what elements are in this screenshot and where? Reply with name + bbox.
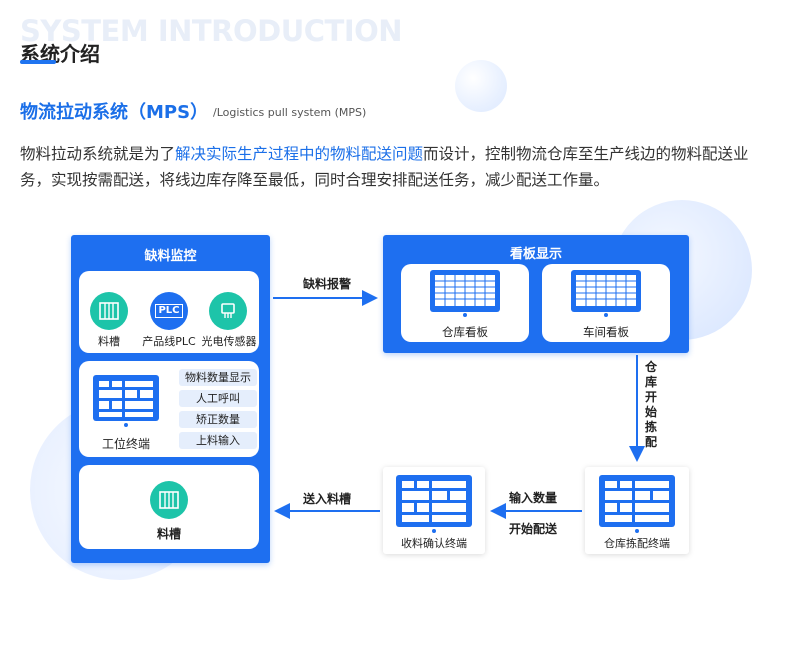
system-title: 物流拉动系统（MPS） xyxy=(20,102,209,123)
receiving-terminal-card: 收料确认终端 xyxy=(383,467,485,554)
description-text-1: 物料拉动系统就是为了 xyxy=(20,145,176,163)
trough-icon xyxy=(90,292,128,330)
description-highlight: 解决实际生产过程中的物料配送问题 xyxy=(175,145,424,163)
kanban-display-title: 看板显示 xyxy=(509,247,562,262)
kanban-display-panel: 看板显示 仓库看板 车间看板 xyxy=(383,235,689,353)
shortage-report-label: 缺料报警 xyxy=(303,277,352,291)
shortage-monitor-title: 缺料监控 xyxy=(144,249,197,264)
receiving-terminal-icon xyxy=(396,475,472,533)
title-underline xyxy=(20,60,56,64)
workstation-terminal-icon xyxy=(93,375,159,427)
deliver-trough-label: 送入料槽 xyxy=(303,492,352,506)
section-title-english-watermark: SYSTEM INTRODUCTION xyxy=(20,14,403,48)
tag-manual-call: 人工呼叫 xyxy=(179,390,257,407)
plc-label: 产品线PLC xyxy=(142,335,196,348)
workshop-board-card: 车间看板 xyxy=(542,264,670,342)
plc-icon: PLC xyxy=(150,292,188,330)
picking-terminal-icon xyxy=(599,475,675,533)
bottom-trough-card: 料槽 xyxy=(79,465,259,549)
start-delivery-label: 开始配送 xyxy=(509,522,558,536)
picking-terminal-label: 仓库拣配终端 xyxy=(604,537,670,550)
decor-circle-top xyxy=(455,60,507,112)
warehouse-board-label: 仓库看板 xyxy=(442,325,488,339)
receiving-terminal-label: 收料确认终端 xyxy=(401,537,467,550)
shortage-monitor-panel: 缺料监控 料槽 PLC 产品线PLC 光电传感器 xyxy=(71,235,270,563)
photoelectric-sensor-icon xyxy=(209,292,247,330)
workstation-card: 工位终端 物料数量显示 人工呼叫 矫正数量 上料输入 xyxy=(79,361,259,457)
bottom-trough-label: 料槽 xyxy=(156,527,181,541)
input-qty-label: 输入数量 xyxy=(509,491,558,505)
workstation-label: 工位终端 xyxy=(101,437,150,451)
picking-terminal-card: 仓库拣配终端 xyxy=(585,467,689,554)
tag-feeding-input: 上料输入 xyxy=(179,432,257,449)
warehouse-board-icon xyxy=(430,270,500,317)
photoelectric-sensor-label: 光电传感器 xyxy=(201,335,257,348)
warehouse-board-card: 仓库看板 xyxy=(401,264,529,342)
system-description: 物料拉动系统就是为了解决实际生产过程中的物料配送问题而设计，控制物流仓库至生产线… xyxy=(20,141,760,193)
sensors-card: 料槽 PLC 产品线PLC 光电传感器 xyxy=(79,271,259,353)
tag-correct-qty: 矫正数量 xyxy=(179,411,257,428)
workshop-board-icon xyxy=(571,270,641,317)
bottom-trough-icon xyxy=(150,481,188,519)
tag-material-qty-display: 物料数量显示 xyxy=(179,369,257,386)
warehouse-start-pick-label: 仓库开始拣配 xyxy=(644,360,657,449)
system-subtitle-english: /Logistics pull system (MPS) xyxy=(213,106,367,119)
workshop-board-label: 车间看板 xyxy=(583,325,629,339)
trough-label: 料槽 xyxy=(98,335,120,348)
description-text-2: 而设计，控制物流仓库至生产线边的物料配送业务，实现按需配送，将线边库存降至最低，… xyxy=(20,145,749,189)
plc-icon-text: PLC xyxy=(155,304,183,318)
